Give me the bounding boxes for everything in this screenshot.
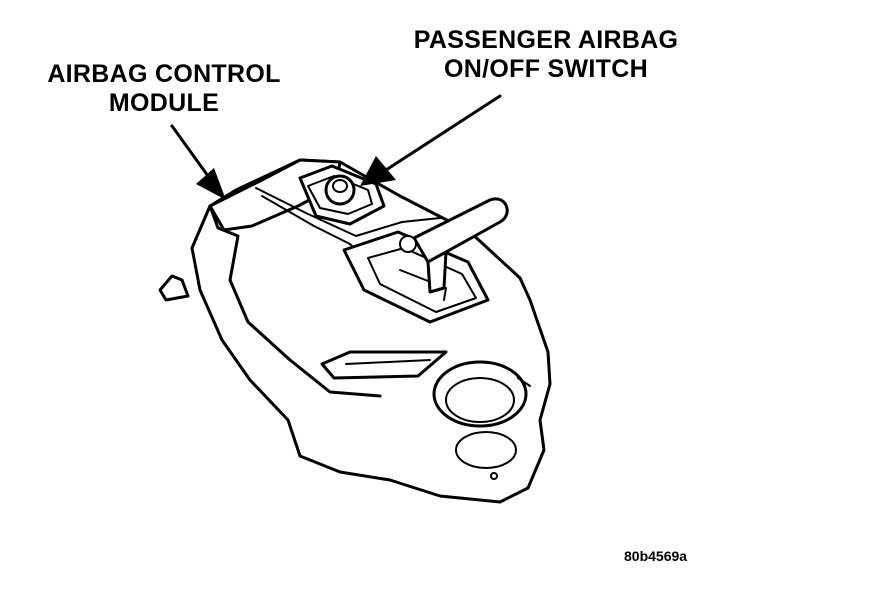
console-side-edge xyxy=(208,204,382,398)
callout-line: MODULE xyxy=(108,89,220,117)
callout-line: PASSENGER AIRBAG xyxy=(413,26,679,54)
leader-line-control-module xyxy=(170,124,210,178)
callout-line: AIRBAG CONTROL xyxy=(47,60,281,88)
leader-line-passenger-switch xyxy=(384,94,502,172)
arrowhead-passenger-switch xyxy=(360,156,396,186)
arrowhead-control-module xyxy=(196,168,226,200)
callout-line: ON/OFF SWITCH xyxy=(444,55,648,83)
console-side-tab xyxy=(158,274,190,302)
lower-recess xyxy=(455,431,517,469)
shift-lever xyxy=(412,197,509,264)
shift-lever-base xyxy=(426,250,448,294)
storage-tray-slot xyxy=(320,350,448,380)
cup-holder-inner xyxy=(445,377,515,423)
cup-holder-tab xyxy=(517,377,531,387)
storage-tray-slot-edge xyxy=(345,359,431,365)
shift-button xyxy=(399,235,417,253)
figure-id: 80b4569a xyxy=(624,548,688,564)
console-top-deck xyxy=(255,187,441,237)
callout-airbag-control-module: AIRBAG CONTROL MODULE xyxy=(30,60,298,118)
callout-passenger-airbag-switch: PASSENGER AIRBAG ON/OFF SWITCH xyxy=(390,26,702,84)
lower-screw xyxy=(490,472,498,480)
shifter-gate-slot-inner xyxy=(399,269,447,301)
passenger-airbag-switch-key-slot xyxy=(332,179,348,193)
